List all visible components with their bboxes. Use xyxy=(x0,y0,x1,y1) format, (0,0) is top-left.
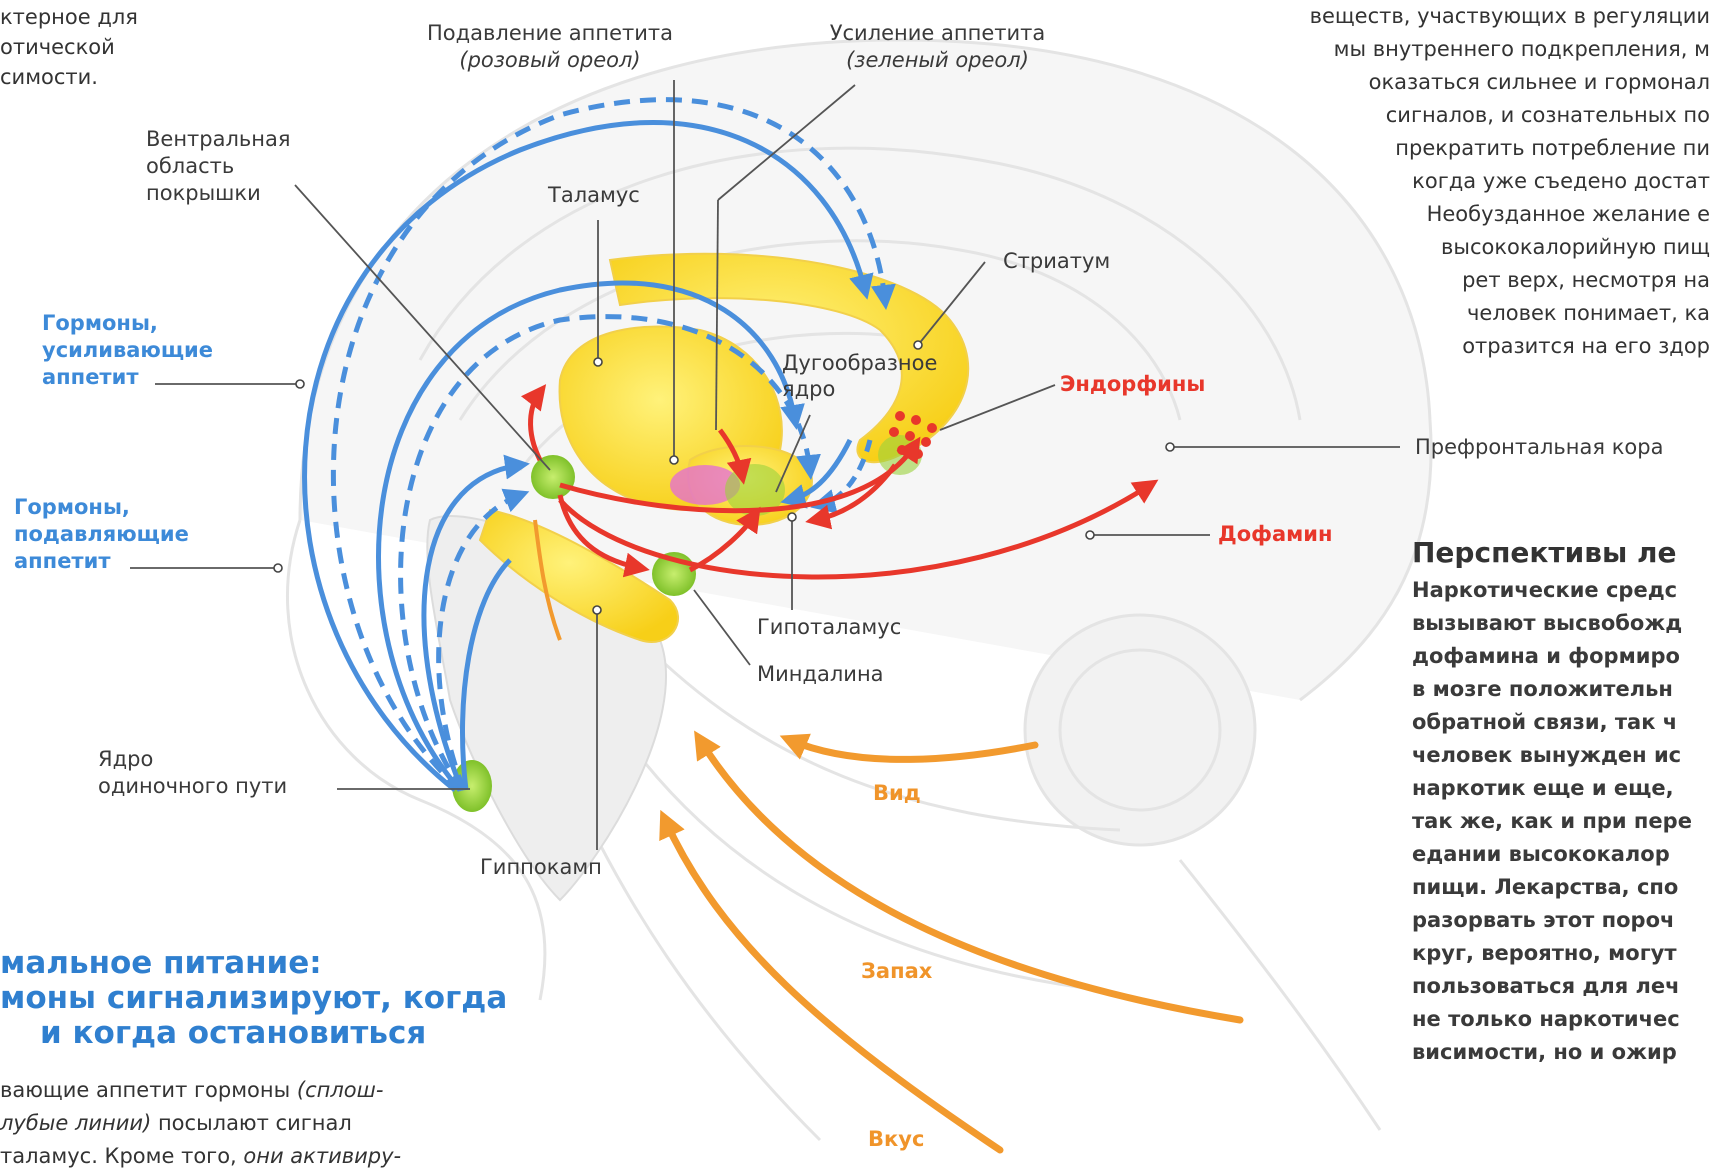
treatment-text: Наркотические средс вызывают высвобожд д… xyxy=(1412,574,1692,1069)
hypothalamus-label: Гипоталамус xyxy=(757,614,901,641)
prefrontal-cortex-label: Префронтальная кора xyxy=(1415,434,1663,461)
top-left-text: ктерное для отической симости. xyxy=(0,2,138,92)
appetite-suppression-label: Подавление аппетита (розовый ореол) xyxy=(420,20,680,74)
normal-nutrition-heading: мальное питание: моны сигнализируют, ког… xyxy=(0,946,507,1051)
vta-label: Вентральная область покрышки xyxy=(146,126,291,207)
taste-arrow xyxy=(665,820,1000,1150)
amygdala-label: Миндалина xyxy=(757,661,884,688)
hormones-suppressing-label: Гормоны, подавляющие аппетит xyxy=(14,494,189,575)
dopamine-label: Дофамин xyxy=(1218,521,1333,548)
striatum-label: Стриатум xyxy=(1003,248,1110,275)
appetite-enhancement-label: Усиление аппетита (зеленый ореол) xyxy=(805,20,1070,74)
hippocampus-label: Гиппокамп xyxy=(480,854,602,881)
endorphins-label: Эндорфины xyxy=(1060,371,1205,398)
sight-arrow xyxy=(790,740,1035,759)
vta-node xyxy=(531,455,575,499)
thalamus-label: Таламус xyxy=(548,182,640,209)
normal-nutrition-text: вающие аппетит гормоны (сплош- лубые лин… xyxy=(0,1074,401,1173)
top-right-text: веществ, участвующих в регуляции мы внут… xyxy=(1310,0,1710,363)
sight-label: Вид xyxy=(873,780,921,807)
smell-label: Запах xyxy=(861,958,932,985)
taste-label: Вкус xyxy=(868,1126,924,1153)
solitary-nucleus-label: Ядро одиночного пути xyxy=(98,746,287,800)
hormones-enhancing-label: Гормоны, усиливающие аппетит xyxy=(42,310,213,391)
treatment-heading: Перспективы ле xyxy=(1412,536,1677,569)
arcuate-nucleus-label: Дугообразное ядро xyxy=(782,350,937,402)
